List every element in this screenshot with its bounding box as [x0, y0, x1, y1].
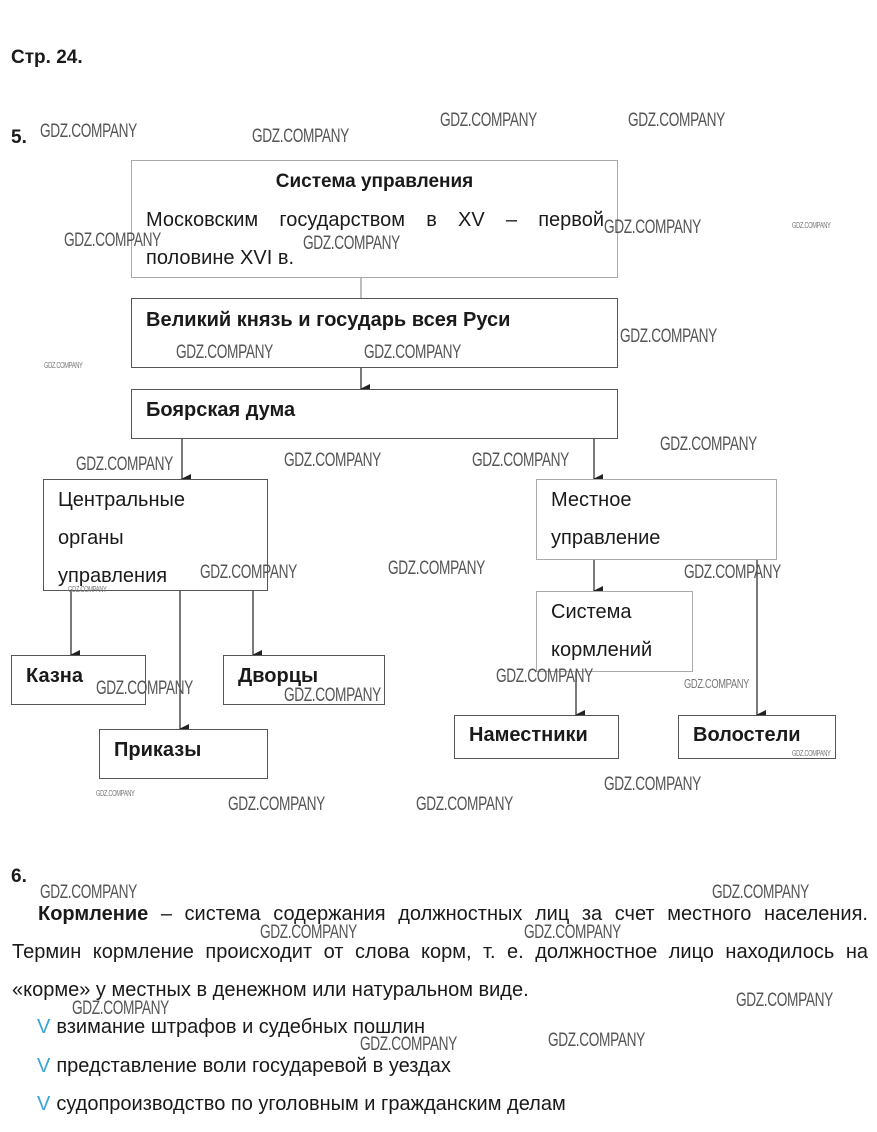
boyar-duma-label: Боярская дума — [146, 399, 296, 421]
watermark: GDZ.COMPANY — [40, 121, 137, 142]
task-5-number: 5. — [11, 127, 27, 148]
check-icon: V — [37, 1055, 51, 1077]
watermark: GDZ.COMPANY — [440, 110, 537, 131]
list-item-text: взимание штрафов и судебных пошлин — [56, 1016, 426, 1038]
namestniki-box: Наместники — [454, 715, 619, 759]
watermark: GDZ.COMPANY — [604, 774, 701, 795]
watermark: GDZ.COMPANY — [524, 922, 621, 943]
feeding-line1: Система — [551, 601, 632, 623]
watermark: GDZ.COMPANY — [72, 998, 169, 1019]
list-item-text: судопроизводство по уголовным и гражданс… — [56, 1093, 566, 1115]
watermark: GDZ.COMPANY — [96, 678, 193, 699]
watermark: GDZ.COMPANY — [548, 1030, 645, 1051]
watermark: GDZ.COMPANY — [284, 685, 381, 706]
central-line1: Центральные — [58, 489, 186, 511]
watermark: GDZ.COMPANY — [303, 233, 400, 254]
watermark: GDZ.COMPANY — [792, 221, 831, 230]
watermark: GDZ.COMPANY — [388, 558, 485, 579]
watermark: GDZ.COMPANY — [260, 922, 357, 943]
watermark: GDZ.COMPANY — [252, 126, 349, 147]
list-item-text: представление воли государевой в уездах — [56, 1055, 451, 1077]
watermark: GDZ.COMPANY — [684, 562, 781, 583]
watermark: GDZ.COMPANY — [40, 882, 137, 903]
local-government-box: Местное управление — [536, 479, 777, 560]
watermark: GDZ.COMPANY — [76, 454, 173, 475]
treasury-box: Казна — [11, 655, 146, 705]
feeding-system-box: Система кормлений — [536, 591, 693, 672]
diagram-subtitle-line1: Московским государством в XV – первой — [146, 209, 604, 231]
volosteli-box: Волостели — [678, 715, 836, 759]
watermark: GDZ.COMPANY — [176, 342, 273, 363]
watermark: GDZ.COMPANY — [64, 230, 161, 251]
task-6-number: 6. — [11, 866, 27, 887]
definition-paragraph: Кормление – система содержания должностн… — [12, 895, 868, 1009]
watermark: GDZ.COMPANY — [628, 110, 725, 131]
prikazy-label: Приказы — [114, 739, 202, 761]
watermark: GDZ.COMPANY — [360, 1034, 457, 1055]
watermark: GDZ.COMPANY — [604, 217, 701, 238]
watermark: GDZ.COMPANY — [364, 342, 461, 363]
prikazy-box: Приказы — [99, 729, 268, 779]
term: Кормление — [38, 903, 149, 925]
watermark: GDZ.COMPANY — [660, 434, 757, 455]
palaces-box: Дворцы — [223, 655, 385, 705]
namestniki-label: Наместники — [469, 724, 588, 746]
watermark: GDZ.COMPANY — [284, 450, 381, 471]
local-line2: управление — [551, 527, 661, 549]
diagram-title: Система управления — [275, 171, 474, 192]
watermark: GDZ.COMPANY — [68, 585, 107, 594]
central-organs-box: Центральные органы управления — [43, 479, 268, 591]
diagram-subtitle-line2: половине XVI в. — [146, 247, 295, 269]
watermark: GDZ.COMPANY — [228, 794, 325, 815]
treasury-label: Казна — [26, 665, 83, 687]
watermark: GDZ.COMPANY — [736, 990, 833, 1011]
feeding-line2: кормлений — [551, 639, 653, 661]
diagram-connectors — [70, 278, 766, 734]
check-icon: V — [37, 1093, 51, 1115]
central-line2: органы — [58, 527, 124, 549]
watermark: GDZ.COMPANY — [200, 562, 297, 583]
watermark: GDZ.COMPANY — [684, 676, 750, 691]
definition-text: – система содержания должностных лиц за … — [12, 903, 868, 1001]
grand-prince-label: Великий князь и государь всея Руси — [146, 309, 511, 331]
volosteli-label: Волостели — [693, 724, 801, 746]
boyar-duma-box: Боярская дума — [131, 389, 618, 439]
watermark: GDZ.COMPANY — [96, 789, 135, 798]
watermark: GDZ.COMPANY — [712, 882, 809, 903]
watermark: GDZ.COMPANY — [472, 450, 569, 471]
central-line3: управления — [58, 565, 168, 587]
check-icon: V — [37, 1016, 51, 1038]
watermark: GDZ.COMPANY — [792, 749, 831, 758]
palaces-label: Дворцы — [238, 665, 319, 687]
watermark: GDZ.COMPANY — [416, 794, 513, 815]
page-label: Стр. 24. — [11, 47, 83, 68]
diagram-title-box: Система управления Московским государств… — [131, 160, 618, 278]
local-line1: Местное — [551, 489, 632, 511]
grand-prince-box: Великий князь и государь всея Руси — [131, 298, 618, 368]
watermark: GDZ.COMPANY — [496, 666, 593, 687]
watermark: GDZ.COMPANY — [620, 326, 717, 347]
watermark: GDZ.COMPANY — [44, 361, 83, 370]
